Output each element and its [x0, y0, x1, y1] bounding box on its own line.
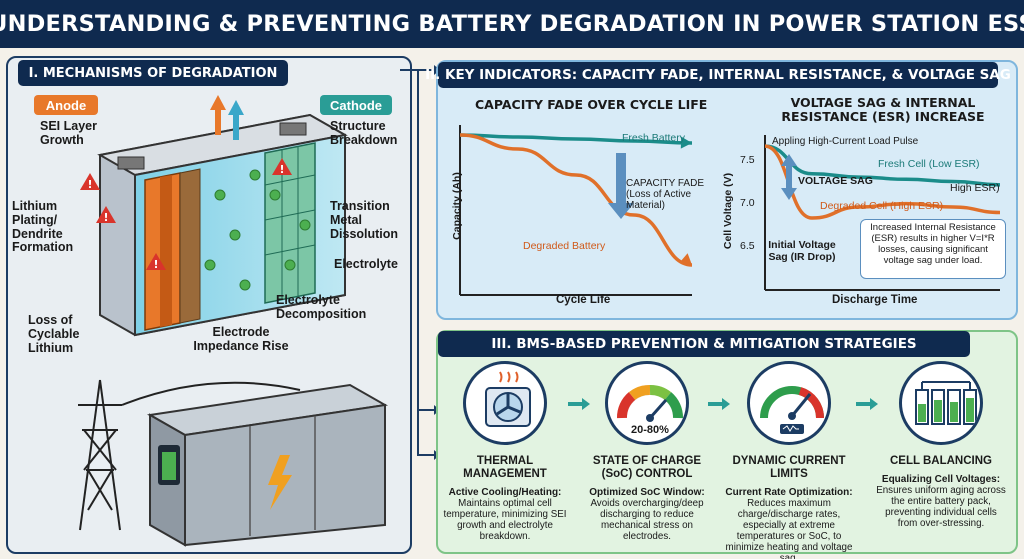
capacity-fade-arrow-head [608, 203, 634, 219]
voltage-tick-2: 7.0 [740, 197, 755, 209]
series-line-0 [459, 133, 693, 145]
fresh-cell-label: Fresh Cell (Low ESR) [878, 158, 980, 170]
strategy-balancing-body: Ensures uniform aging across the entire … [876, 484, 1006, 529]
pulse-label: Appling High-Current Load Pulse [772, 136, 919, 147]
svg-text:!: ! [103, 211, 108, 224]
svg-text:!: ! [87, 178, 92, 191]
capacity-x-axis-label: Cycle Life [556, 294, 611, 306]
electrode-impedance-label: Electrode Impedance Rise [193, 325, 289, 353]
structure-breakdown-label: Structure Breakdown [330, 119, 398, 147]
section-1-title: I. MECHANISMS OF DEGRADATION [18, 60, 288, 86]
initial-voltage-sag-label: Initial Voltage Sag (IR Drop) [768, 239, 836, 263]
voltage-sag-arrow-down [781, 188, 797, 200]
strategy-current-title: DYNAMIC CURRENT LIMITS [732, 455, 846, 480]
anode-label: Anode [34, 95, 98, 115]
voltage-x-axis-label: Discharge Time [832, 294, 918, 306]
strategy-thermal-subtitle: Active Cooling/Heating: [448, 486, 562, 498]
high-esr-label: High ESR) [950, 182, 1000, 194]
strategy-soc-subtitle: Optimized SoC Window: [589, 486, 705, 498]
ess-cabinet-illustration [78, 379, 388, 547]
section-2-title: II. KEY INDICATORS: CAPACITY FADE, INTER… [425, 62, 1011, 88]
series-line-0 [764, 144, 1001, 187]
degraded-cell-label: Degraded Cell (High ESR) [820, 200, 944, 212]
sei-layer-label: SEI Layer Growth [40, 119, 97, 147]
capacity-fade-label: CAPACITY FADE (Loss of Active Material) [626, 178, 704, 211]
transition-metal-label: Transition Metal Dissolution [330, 199, 399, 241]
battery-cell-illustration: ! ! ! ! [80, 95, 348, 337]
voltage-sag-chart [764, 135, 1001, 291]
flow-arrow-3 [856, 398, 878, 410]
voltage-y-axis-label: Cell Voltage (V) [722, 172, 735, 250]
cathode-label: Cathode [320, 95, 392, 115]
strategy-soc: 20-80% STATE OF CHARGE (SoC) CONTROL Opt… [582, 355, 712, 543]
strategy-current-subtitle: Current Rate Optimization: [725, 486, 853, 498]
capacity-chart-title: CAPACITY FADE OVER CYCLE LIFE [475, 97, 708, 112]
voltage-sag-arrow-shaft [786, 166, 792, 188]
strategy-thermal: THERMAL MANAGEMENT Active Cooling/Heatin… [440, 355, 570, 543]
strategy-thermal-body: Maintains optimal cell temperature, mini… [443, 497, 567, 542]
series-line-1 [459, 133, 693, 267]
electrolyte-decomposition-label: Electrolyte Decomposition [276, 293, 367, 321]
capacity-fade-arrow-shaft [616, 153, 626, 203]
voltage-chart-title: VOLTAGE SAG & INTERNAL RESISTANCE (ESR) … [781, 95, 985, 125]
fresh-battery-label: Fresh Battery [622, 132, 686, 144]
strategy-soc-body: Avoids overcharging/deep discharging to … [590, 497, 704, 542]
voltage-sag-label: VOLTAGE SAG [798, 175, 873, 187]
connector-arrows [400, 65, 440, 460]
series-arrowhead-1 [679, 253, 692, 265]
loss-cyclable-lithium-label: Loss of Cyclable Lithium [28, 313, 80, 355]
voltage-tick-1: 7.5 [740, 154, 755, 166]
capacity-fade-chart [459, 125, 693, 296]
lithium-plating-label: Lithium Plating/ Dendrite Formation [12, 199, 74, 255]
strategy-thermal-title: THERMAL MANAGEMENT [463, 455, 547, 480]
series-arrowhead-0 [680, 136, 692, 149]
strategy-balancing-title: CELL BALANCING [889, 455, 992, 467]
page-title: UNDERSTANDING & PREVENTING BATTERY DEGRA… [0, 0, 1024, 48]
series-line-1 [764, 144, 1001, 220]
esr-note: Increased Internal Resistance (ESR) resu… [860, 219, 1006, 279]
svg-text:!: ! [153, 258, 158, 271]
strategy-current: DYNAMIC CURRENT LIMITS Current Rate Opti… [724, 355, 854, 559]
voltage-sag-arrow-up [781, 154, 797, 166]
cell-balancing-icon [899, 361, 983, 445]
strategy-current-body: Reduces maximum charge/discharge rates, … [725, 497, 853, 559]
strategy-soc-title: STATE OF CHARGE (SoC) CONTROL [592, 455, 702, 480]
strategy-balancing-subtitle: Equalizing Cell Voltages: [881, 473, 1001, 485]
cooling-fan-icon [463, 361, 547, 445]
electrolyte-label: Electrolyte [334, 257, 398, 271]
capacity-y-axis-label: Capacity (Ah) [450, 172, 463, 240]
svg-text:!: ! [279, 163, 284, 176]
soc-gauge-icon: 20-80% [605, 361, 689, 445]
flow-arrow-1 [568, 398, 590, 410]
soc-window-text: 20-80% [631, 424, 669, 436]
degraded-battery-label: Degraded Battery [523, 240, 606, 252]
speedometer-icon [747, 361, 831, 445]
section-3-title: III. BMS-BASED PREVENTION & MITIGATION S… [438, 331, 970, 357]
strategy-balancing: CELL BALANCING Equalizing Cell Voltages:… [876, 355, 1006, 530]
flow-arrow-2 [708, 398, 730, 410]
voltage-tick-3: 6.5 [740, 240, 755, 252]
